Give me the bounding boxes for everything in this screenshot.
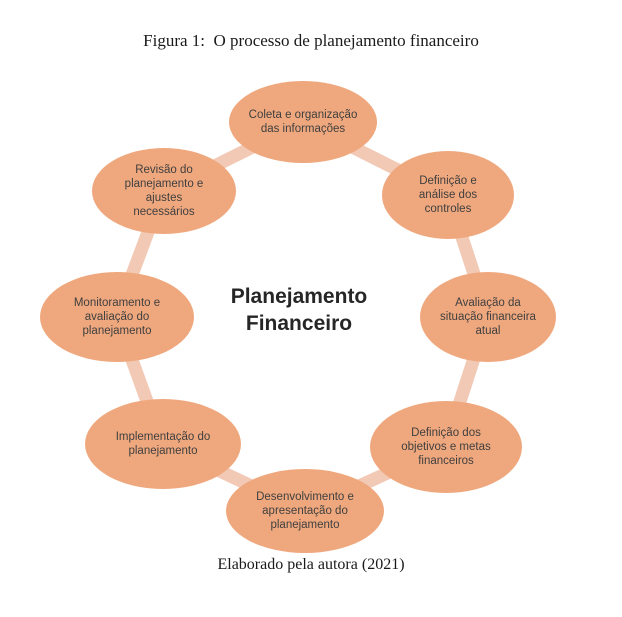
- node-revisao-ajustes: Revisão do planejamento e ajustes necess…: [92, 148, 236, 234]
- node-monitoramento-avaliacao: Monitoramento e avaliação do planejament…: [40, 272, 194, 362]
- node-coleta-informacoes: Coleta e organização das informações: [229, 81, 377, 163]
- node-implementacao: Implementação do planejamento: [85, 399, 241, 489]
- node-objetivos-metas: Definição dos objetivos e metas financei…: [370, 401, 522, 493]
- cycle-center-title: Planejamento Financeiro: [230, 285, 368, 336]
- node-label: Implementação do planejamento: [115, 430, 211, 457]
- node-label: Revisão do planejamento e ajustes necess…: [124, 163, 204, 219]
- node-label: Avaliação da situação financeira atual: [440, 296, 536, 338]
- node-label: Coleta e organização das informações: [248, 108, 358, 135]
- node-label: Monitoramento e avaliação do planejament…: [73, 296, 161, 338]
- figure-caption: Elaborado pela autora (2021): [217, 556, 405, 573]
- node-desenvolvimento-apresentacao: Desenvolvimento e apresentação do planej…: [226, 469, 384, 553]
- node-label: Definição dos objetivos e metas financei…: [401, 426, 491, 468]
- node-definicao-controles: Definição e análise dos controles: [382, 151, 514, 239]
- node-label: Desenvolvimento e apresentação do planej…: [256, 490, 354, 532]
- node-avaliacao-situacao: Avaliação da situação financeira atual: [420, 272, 556, 362]
- node-label: Definição e análise dos controles: [418, 174, 478, 216]
- figure-title: Figura 1: O processo de planejamento fin…: [143, 31, 479, 50]
